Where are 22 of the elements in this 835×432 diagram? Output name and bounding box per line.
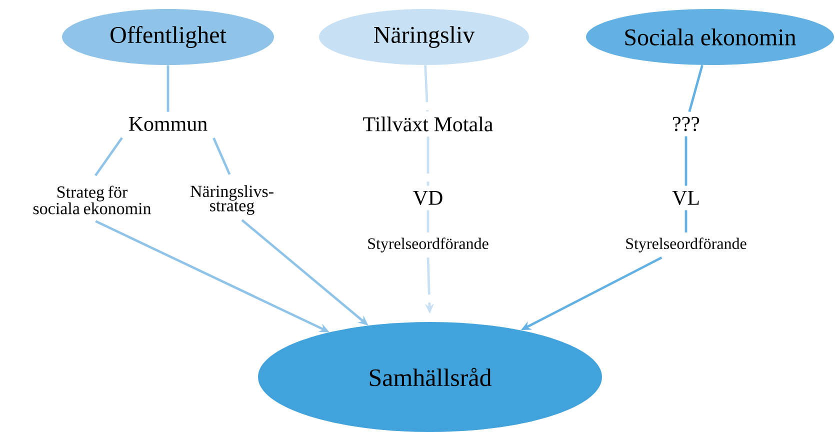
connector-line (688, 64, 704, 112)
text-label: ??? (673, 116, 700, 132)
connector-line (426, 210, 430, 232)
connector-line (426, 136, 430, 186)
ellipse-node: Sociala ekonomin (586, 9, 834, 65)
text-label: VL (672, 190, 699, 206)
connector-line (166, 65, 170, 112)
text-label: VD (413, 190, 442, 206)
ellipse-node: Offentlighet (62, 9, 274, 65)
text-label: Tillväxt Motala (363, 116, 493, 132)
text-label: Styrelseordförande (368, 238, 488, 252)
connector-line (94, 137, 123, 176)
connector-line (684, 136, 688, 186)
connector-line (424, 65, 429, 112)
ellipse-node: Näringsliv (319, 9, 529, 65)
ellipse-node: Samhällsråd (258, 322, 602, 432)
text-label: Strateg för sociala ekonomin (33, 186, 152, 214)
connector-line (212, 138, 231, 175)
text-label: Kommun (128, 117, 208, 131)
connector-line (684, 210, 688, 232)
text-label: Näringslivs- strateg (190, 185, 274, 215)
text-label: Styrelseordförande (626, 238, 746, 252)
